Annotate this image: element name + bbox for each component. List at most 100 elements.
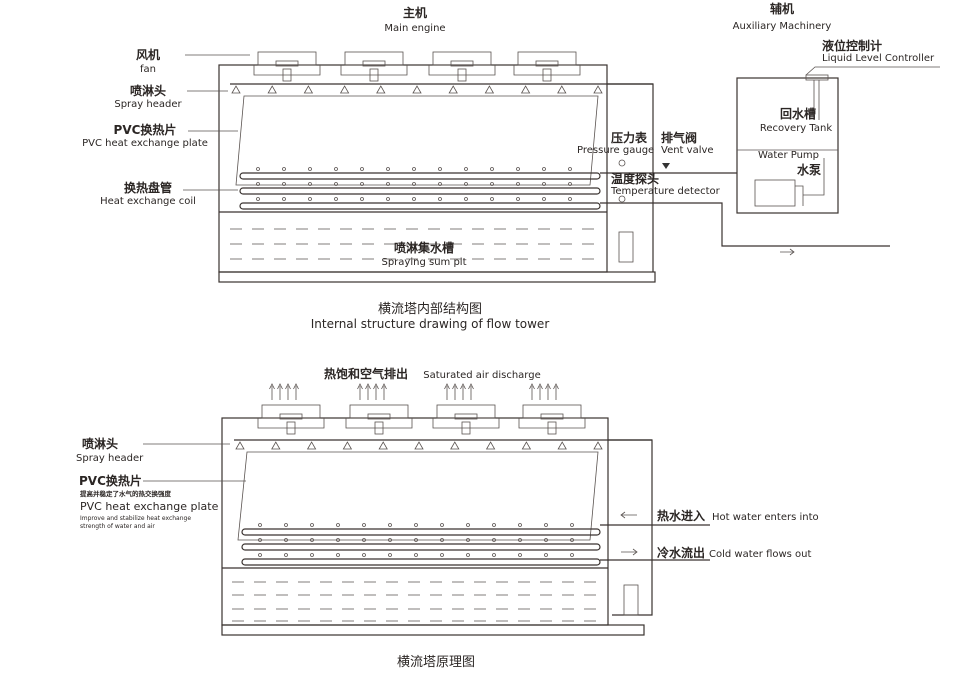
coil-tube — [239, 172, 601, 180]
fan-duct — [345, 418, 413, 429]
air-cn: 热饱和空气排出 — [324, 366, 408, 381]
main-engine-cn: 主机 — [403, 5, 427, 20]
spray-en-bottom: Spray header — [76, 453, 144, 464]
fan-housing — [517, 51, 577, 66]
drip-icon — [256, 167, 260, 171]
fan-duct — [428, 65, 496, 76]
spray-nozzle-icon — [412, 85, 422, 94]
drip-icon — [544, 538, 548, 542]
aux-cn: 辅机 — [770, 1, 794, 16]
circulation-pump-icon — [618, 231, 634, 263]
drip-icon — [282, 182, 286, 186]
drip-icon — [414, 553, 418, 557]
drip-icon — [284, 538, 288, 542]
pump-cn: 水泵 — [797, 162, 821, 177]
temperature-detector-icon — [618, 195, 626, 203]
spray-nozzle-icon — [414, 441, 424, 450]
tank-cn: 回水槽 — [780, 106, 816, 121]
drip-icon — [414, 538, 418, 542]
up-arrow-icon — [460, 383, 466, 400]
process-pipes — [600, 172, 890, 247]
cold-out-arrow-icon — [621, 548, 638, 556]
spray-nozzles — [231, 85, 603, 94]
drip-icon — [412, 182, 416, 186]
drip-icon — [570, 523, 574, 527]
drip-icon — [336, 523, 340, 527]
level-controller-leader — [805, 66, 940, 120]
drip-icon — [386, 182, 390, 186]
drip-icon — [334, 182, 338, 186]
up-arrow-icon — [553, 383, 559, 400]
fan-cn: 风机 — [136, 47, 160, 62]
drip-icon — [258, 523, 262, 527]
drip-icon — [518, 523, 522, 527]
sump-cn: 喷淋集水槽 — [394, 240, 454, 255]
drip-icon — [466, 523, 470, 527]
bottom-diagram: 热饱和空气排出 Saturated air discharge 喷淋头 Spra… — [76, 366, 819, 670]
pvc-en-bottom: PVC heat exchange plate — [80, 500, 219, 513]
fan-blade-icon — [367, 413, 391, 420]
drip-icon — [440, 538, 444, 542]
sump-en: Spraying sum pit — [381, 257, 466, 268]
pvc-fill-bottom — [237, 451, 599, 541]
pipes-bottom — [600, 439, 710, 616]
caption-top-cn: 横流塔内部结构图 — [378, 301, 482, 317]
fan-blade-icon — [275, 60, 299, 67]
drip-icon — [516, 167, 520, 171]
drip-icon — [256, 197, 260, 201]
drip-icon — [492, 538, 496, 542]
spray-nozzle-icon — [557, 85, 567, 94]
drip-icon — [542, 197, 546, 201]
coil-tube — [239, 202, 601, 210]
drip-icon — [310, 538, 314, 542]
drip-icon — [362, 538, 366, 542]
drip-icon — [570, 538, 574, 542]
spray-nozzle-icon — [520, 85, 531, 94]
drip-icon — [492, 523, 496, 527]
fan-duct — [340, 65, 408, 76]
cold-en: Cold water flows out — [709, 549, 812, 560]
spray-nozzle-icon — [593, 85, 603, 94]
fan-blade-icon — [279, 413, 303, 420]
spray-nozzle-icon — [378, 441, 388, 450]
drip-icon — [412, 167, 416, 171]
fan-duct — [253, 65, 321, 76]
drip-icon — [308, 182, 312, 186]
fan-housing — [432, 51, 492, 66]
spray-nozzle-icon — [306, 441, 317, 450]
up-arrow-icon — [365, 383, 371, 400]
pump-en: Water Pump — [758, 150, 819, 161]
up-arrow-icon — [277, 383, 283, 400]
pvc-en: PVC heat exchange plate — [82, 138, 208, 149]
fan-duct — [257, 418, 325, 429]
level-en: Liquid Level Controller — [822, 53, 935, 64]
coil-cn: 换热盘管 — [124, 180, 172, 195]
fan-motor-icon — [374, 421, 384, 435]
sump-water-bottom — [232, 581, 605, 622]
top-diagram: 主机 Main engine 辅机 Auxiliary Machinery 风机… — [82, 1, 940, 331]
fans — [253, 51, 581, 82]
drip-icon — [490, 197, 494, 201]
fans-bottom — [257, 404, 586, 435]
pressure-cn: 压力表 — [611, 130, 648, 145]
cold-cn: 冷水流出 — [657, 545, 705, 560]
coil-en: Heat exchange coil — [100, 196, 196, 207]
coil-tube — [241, 528, 601, 536]
drip-icon — [258, 553, 262, 557]
fan-duct — [513, 65, 581, 76]
drip-icon — [336, 538, 340, 542]
drip-icon — [438, 182, 442, 186]
level-controller-icon — [805, 74, 829, 81]
fan-housing — [436, 404, 496, 419]
fan-motor-icon — [286, 421, 296, 435]
spray-nozzle-icon — [521, 441, 532, 450]
hot-in-arrow-icon — [620, 511, 637, 519]
drip-icon — [440, 553, 444, 557]
up-arrow-icon — [373, 383, 379, 400]
caption-top-en: Internal structure drawing of flow tower — [311, 317, 550, 331]
spray-nozzle-icon — [235, 441, 245, 450]
drip-icon — [388, 523, 392, 527]
up-arrow-icon — [357, 383, 363, 400]
drip-icon — [360, 167, 364, 171]
spray-nozzle-icon — [450, 441, 460, 450]
